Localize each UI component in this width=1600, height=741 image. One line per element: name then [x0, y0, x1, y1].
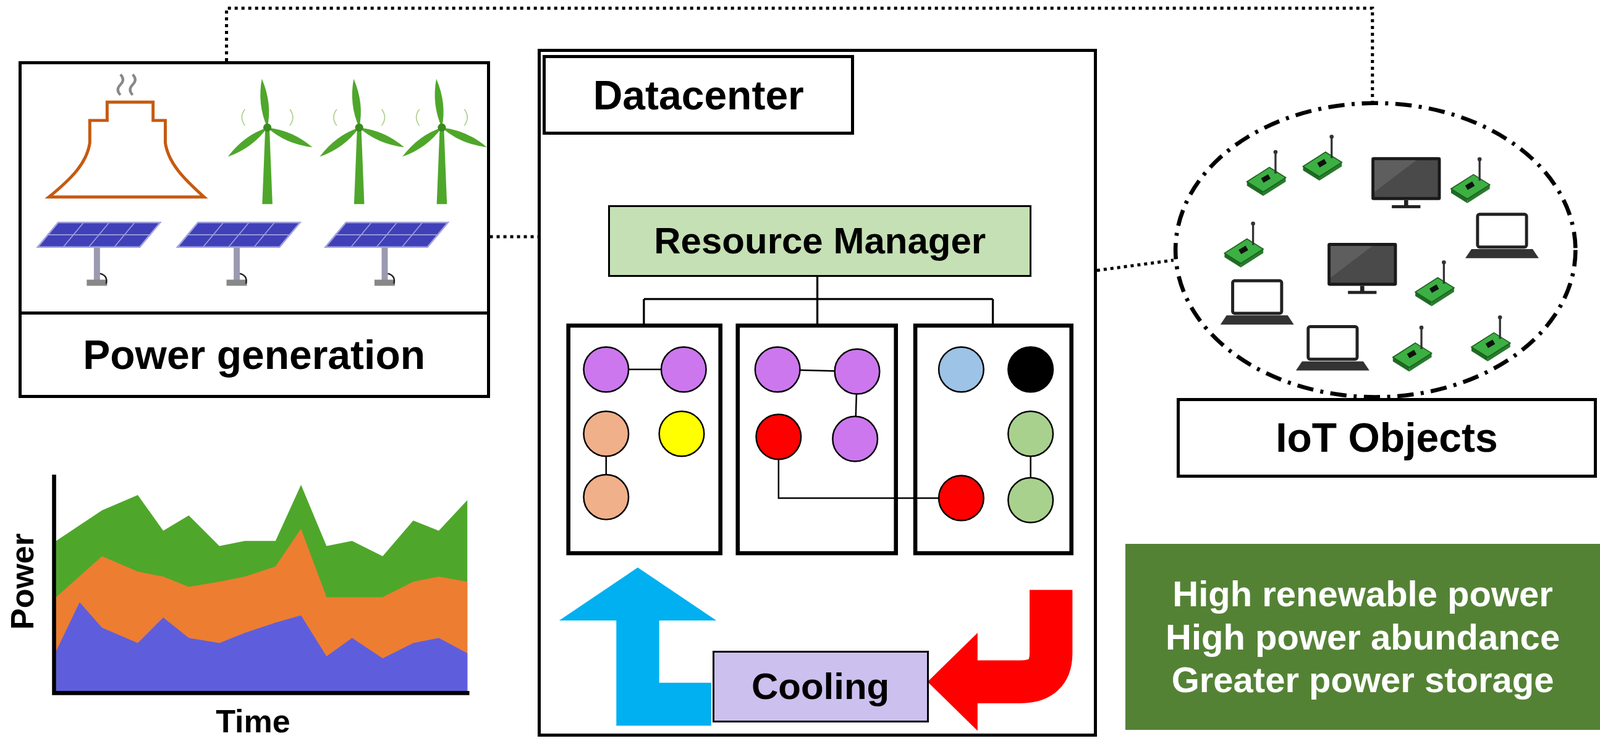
iot-objects-group: IoT Objects [1173, 101, 1600, 478]
box-label: Resource Manager [653, 218, 986, 264]
benefit-line: Greater power storage [1171, 658, 1555, 702]
power-generation-box: Power generation [18, 61, 491, 398]
box-label: Power generation [21, 311, 487, 395]
box-label: IoT Objects [1176, 397, 1597, 478]
benefit-line: High renewable power [1172, 572, 1554, 616]
dotted-link [490, 235, 539, 239]
datacenter-box: DatacenterResource ManagerCooling [537, 48, 1097, 737]
resource-manager-box: Resource Manager [608, 205, 1032, 277]
server-boxes [568, 325, 1072, 554]
dotted-link [1096, 260, 1174, 271]
solar-panels [37, 222, 449, 286]
iot-devices [1220, 134, 1539, 372]
cooling-box: Cooling [712, 650, 929, 723]
tree-lines [643, 273, 994, 326]
cooling-arrows [559, 567, 1052, 731]
task-circles [583, 347, 1054, 523]
power-plant-icon [48, 74, 204, 198]
axis-label: Time [215, 705, 290, 738]
iot-ellipse [1175, 103, 1576, 398]
power-chart [54, 474, 470, 693]
box-title: Datacenter [542, 55, 855, 135]
benefits-box: High renewable powerHigh power abundance… [1125, 543, 1600, 730]
benefit-line: High power abundance [1165, 615, 1560, 659]
axis-label: Power [6, 533, 39, 630]
wind-turbines [226, 78, 489, 204]
box-label: Cooling [751, 664, 890, 709]
